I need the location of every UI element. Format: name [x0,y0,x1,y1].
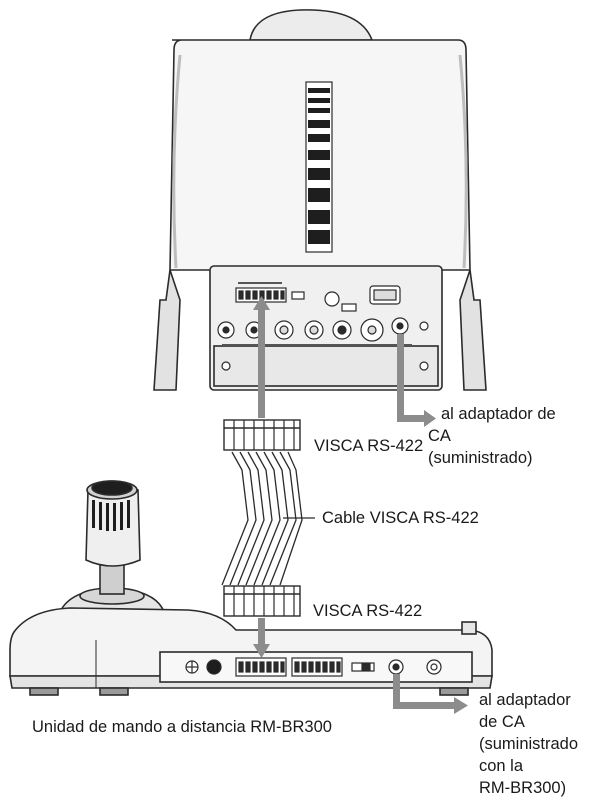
remote-ac-adapter-label-1: al adaptador [479,691,571,709]
remote-ac-adapter-label-3: (suministrado [479,735,579,753]
camera-ac-adapter-label-3: (suministrado) [428,449,533,467]
camera-ac-adapter-label-1: al adaptador de [441,405,556,423]
remote-ac-adapter-label-2: de CA [479,713,525,731]
visca-cable-wires [221,451,303,586]
camera-ac-adapter-label-2: CA [428,427,451,445]
visca-connector-top-label: VISCA RS-422 [314,437,424,455]
remote-ac-adapter-label-5: RM-BR300) [479,779,567,797]
camera-top-handle [249,9,374,41]
camera-vent [305,81,333,253]
visca-connector-top-plug [223,419,301,451]
remote-unit-label: Unidad de mando a distancia RM-BR300 [32,718,332,736]
visca-connector-bottom-label: VISCA RS-422 [313,602,423,620]
connection-arrows [253,296,468,714]
camera-left-foot [153,269,181,391]
remote-connectors [185,657,442,677]
remote-ac-adapter-label-4: con la [479,757,524,775]
camera-right-foot [459,269,487,391]
visca-connector-bottom-plug [223,585,301,617]
remote-unit [9,480,493,696]
visca-cable-label: Cable VISCA RS-422 [322,509,479,527]
